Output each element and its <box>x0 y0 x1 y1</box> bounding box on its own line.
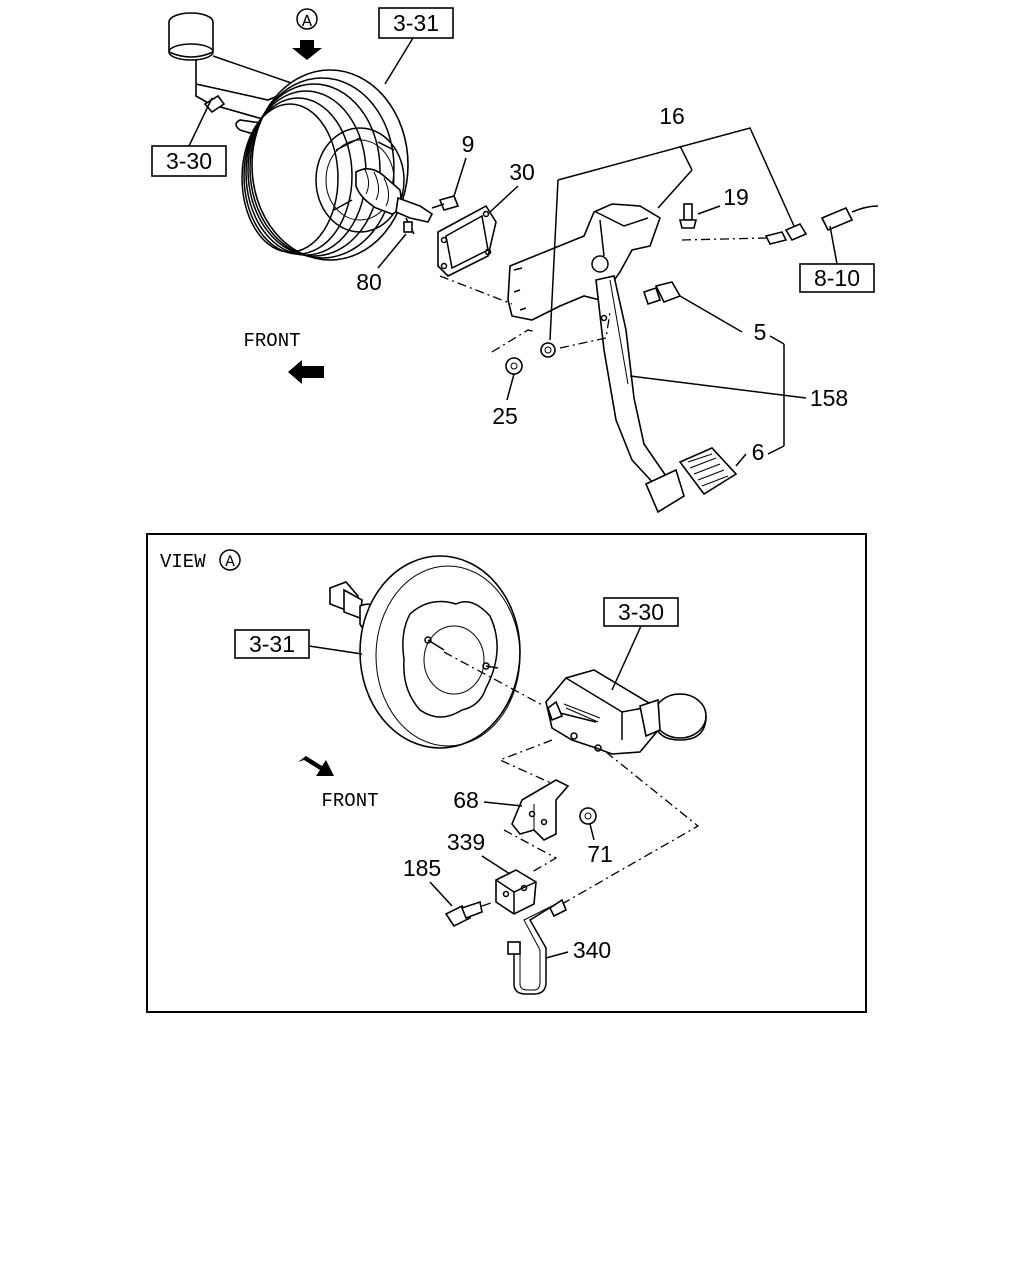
callout-3-30-top: 3-30 <box>151 97 227 177</box>
stop-lamp-switch <box>764 205 879 245</box>
front-indicator-detail: FRONT <box>298 756 379 812</box>
front-arrow-top <box>288 360 324 384</box>
callout-8-10: 8-10 <box>799 225 875 293</box>
label-158: 158 <box>810 385 848 411</box>
label-30: 30 <box>509 159 535 185</box>
part-30-gasket: 30 <box>437 159 535 277</box>
callout-3-31-detail-text: 3-31 <box>249 631 295 657</box>
brake-pedal-arm <box>595 275 685 514</box>
detail-view-a: VIEW A 3-31 <box>146 533 867 1013</box>
view-a-marker-letter: A <box>302 13 313 32</box>
label-340: 340 <box>573 937 611 963</box>
part-6-pedal-pad: 6 <box>678 439 785 496</box>
part-25-nut: 25 <box>492 357 523 429</box>
callout-3-30-detail-text: 3-30 <box>618 599 664 625</box>
label-16: 16 <box>659 103 685 129</box>
label-6: 6 <box>752 439 765 465</box>
brake-booster-top <box>241 69 434 261</box>
detail-view-marker-letter: A <box>225 553 235 571</box>
detail-view-title: VIEW A <box>160 549 241 573</box>
label-339: 339 <box>447 829 485 855</box>
label-71: 71 <box>587 841 613 867</box>
label-19: 19 <box>723 184 749 210</box>
part-80-label: 80 <box>356 233 407 295</box>
callout-3-31-detail: 3-31 <box>234 629 363 659</box>
view-a-marker: A <box>292 8 322 60</box>
front-indicator-top: FRONT <box>243 330 324 384</box>
label-5: 5 <box>754 319 767 345</box>
label-80: 80 <box>356 269 382 295</box>
pedal-bracket <box>507 203 661 321</box>
part-340-pipe: 340 <box>507 898 611 995</box>
nut-top <box>540 342 556 358</box>
top-assembly-lines <box>439 237 767 353</box>
part-71-nut: 71 <box>579 807 613 867</box>
detail-view-title-text: VIEW <box>160 551 206 573</box>
part-68-bracket: 68 <box>453 779 570 841</box>
master-cylinder-detail <box>545 669 707 755</box>
label-25: 25 <box>492 403 518 429</box>
brake-booster-detail <box>329 555 521 749</box>
part-158-label: 158 <box>629 344 848 446</box>
detail-assembly-lines <box>443 651 700 905</box>
view-direction-arrow <box>292 40 322 60</box>
clevis-pin <box>403 221 413 233</box>
callout-3-31-top-text: 3-31 <box>393 10 439 36</box>
part-19-bolt: 19 <box>678 184 749 229</box>
part-16-label: 16 <box>549 103 795 341</box>
label-185: 185 <box>403 855 441 881</box>
callout-3-30-top-text: 3-30 <box>166 148 212 174</box>
label-68: 68 <box>453 787 479 813</box>
front-label-detail: FRONT <box>321 790 378 812</box>
front-arrow-detail <box>298 756 334 776</box>
front-label-top: FRONT <box>243 330 300 352</box>
top-assembly-view: A <box>151 7 879 514</box>
callout-3-31-top: 3-31 <box>378 7 454 85</box>
callout-3-30-detail: 3-30 <box>603 597 679 691</box>
detail-view-frame <box>146 533 867 1013</box>
part-185-bolt: 185 <box>403 855 495 928</box>
part-339-block: 339 <box>447 829 537 915</box>
part-5-stopper: 5 <box>642 281 785 345</box>
label-9: 9 <box>462 131 475 157</box>
part-9-pin: 9 <box>431 131 475 211</box>
callout-8-10-text: 8-10 <box>814 265 860 291</box>
